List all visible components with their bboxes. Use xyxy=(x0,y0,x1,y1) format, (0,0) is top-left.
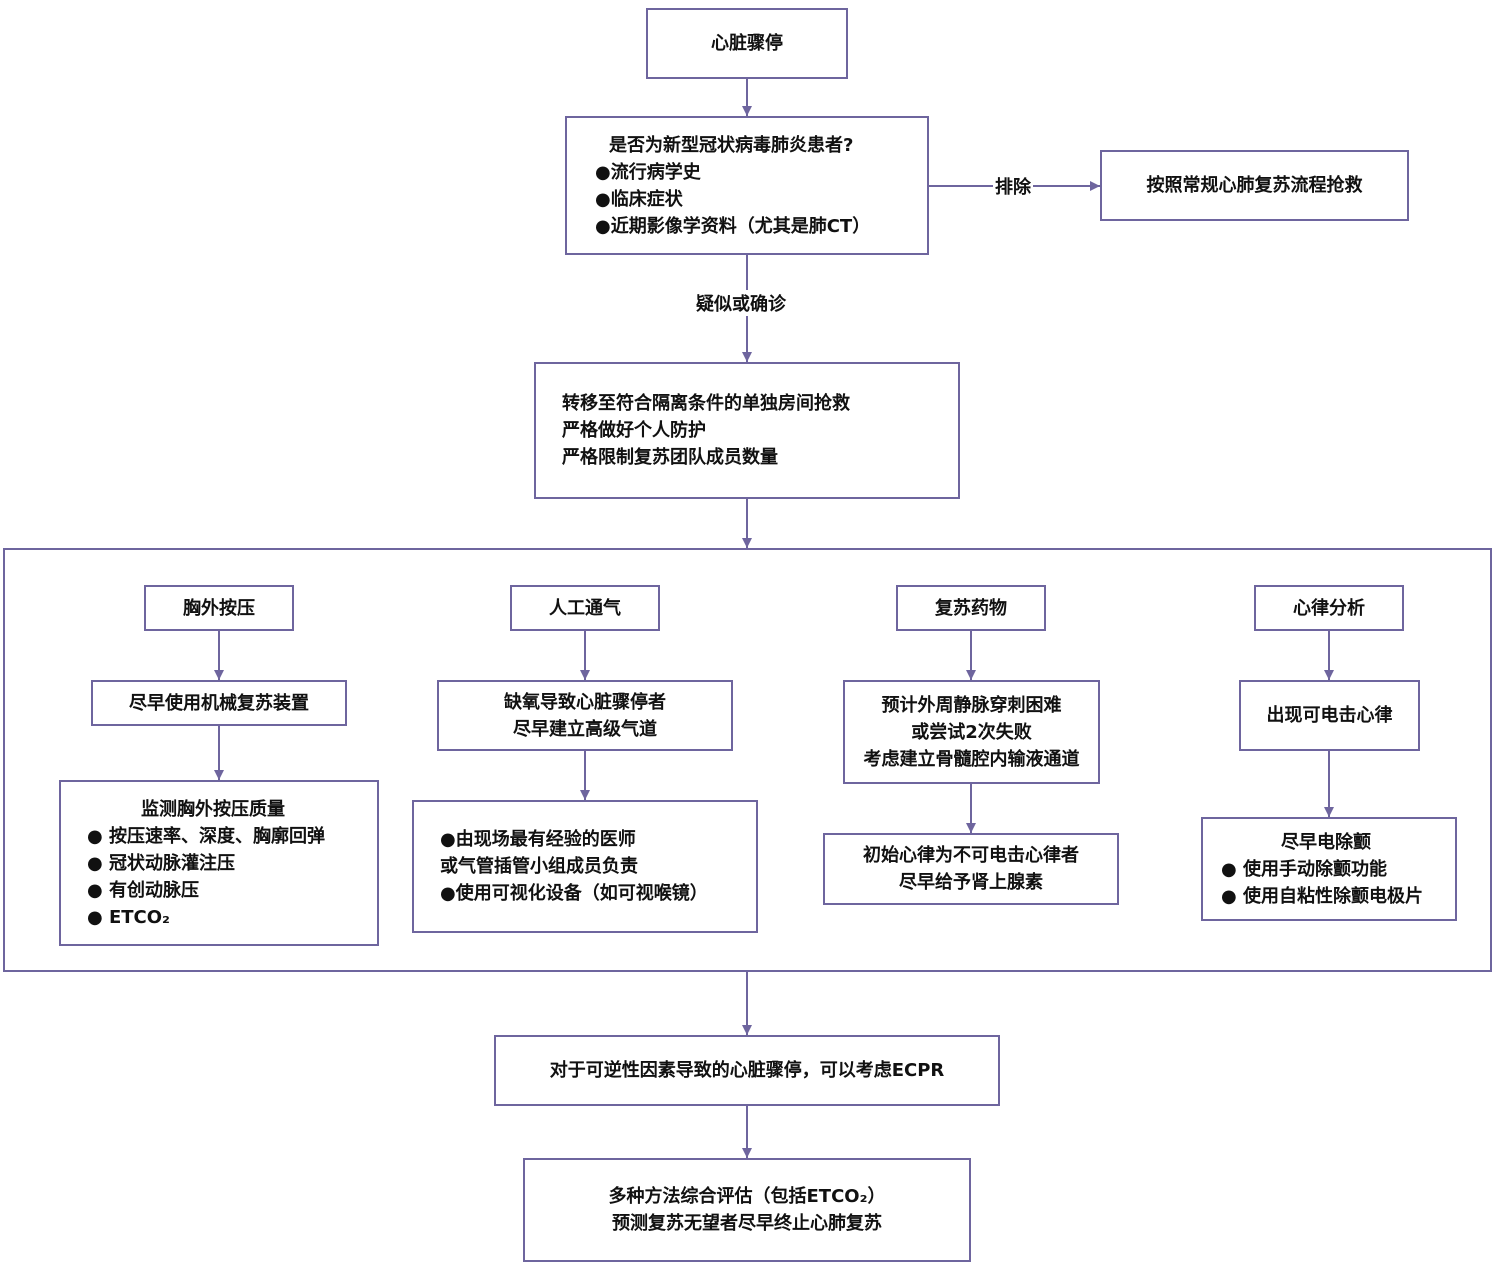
step-text: 或尝试2次失败 xyxy=(911,721,1032,743)
ecpr-text: 对于可逆性因素导致的心脏骤停，可以考虑ECPR xyxy=(549,1060,945,1081)
col3-step2-box: 初始心律为不可电击心律者 尽早给予肾上腺素 xyxy=(823,833,1119,905)
question-box: 是否为新型冠状病毒肺炎患者? ●流行病学史 ●临床症状 ●近期影像学资料（尤其是… xyxy=(565,116,929,255)
col-header-rhythm: 心律分析 xyxy=(1254,585,1404,631)
col3-step1-box: 预计外周静脉穿刺困难 或尝试2次失败 考虑建立骨髓腔内输液通道 xyxy=(843,680,1100,784)
start-text: 心脏骤停 xyxy=(711,33,783,54)
transfer-line: 转移至符合隔离条件的单独房间抢救 xyxy=(562,393,850,414)
col4-step2-box: 尽早电除颤 ● 使用手动除颤功能 ● 使用自粘性除颤电极片 xyxy=(1201,817,1457,921)
step-text: 出现可电击心律 xyxy=(1266,705,1393,726)
step-text: 考虑建立骨髓腔内输液通道 xyxy=(863,748,1080,770)
col-header-ventilation: 人工通气 xyxy=(510,585,660,631)
col-header-drugs: 复苏药物 xyxy=(896,585,1046,631)
question-item: ●近期影像学资料（尤其是肺CT） xyxy=(595,215,871,237)
step-item: ● 冠状动脉灌注压 xyxy=(87,852,235,874)
suspect-label: 疑似或确诊 xyxy=(694,290,788,316)
step-item: ●使用可视化设备（如可视喉镜） xyxy=(440,883,708,904)
step-item: ● 使用手动除颤功能 xyxy=(1221,858,1387,880)
question-title: 是否为新型冠状病毒肺炎患者? xyxy=(609,134,854,156)
final-line: 预测复苏无望者尽早终止心肺复苏 xyxy=(612,1213,882,1234)
step-title: 尽早电除颤 xyxy=(1281,831,1371,853)
col-header-compression: 胸外按压 xyxy=(144,585,294,631)
step-item: ● 使用自粘性除颤电极片 xyxy=(1221,885,1423,907)
col2-step2-box: ●由现场最有经验的医师 或气管插管小组成员负责 ●使用可视化设备（如可视喉镜） xyxy=(412,800,758,933)
question-item: ●流行病学史 xyxy=(595,161,701,183)
routine-text: 按照常规心肺复苏流程抢救 xyxy=(1146,175,1363,196)
step-item: ● ETCO₂ xyxy=(87,906,170,928)
step-text: 尽早建立高级气道 xyxy=(513,718,657,740)
col-header-text: 胸外按压 xyxy=(183,597,255,619)
start-box: 心脏骤停 xyxy=(646,8,848,79)
transfer-line: 严格限制复苏团队成员数量 xyxy=(562,447,778,468)
col-header-text: 复苏药物 xyxy=(935,597,1007,619)
step-text: 尽早给予肾上腺素 xyxy=(899,872,1043,893)
step-item: ● 按压速率、深度、胸廓回弹 xyxy=(87,825,325,847)
col-header-text: 心律分析 xyxy=(1293,597,1365,619)
step-item: ●由现场最有经验的医师 xyxy=(440,829,636,850)
col2-step1-box: 缺氧导致心脏骤停者 尽早建立高级气道 xyxy=(437,680,733,751)
routine-box: 按照常规心肺复苏流程抢救 xyxy=(1100,150,1409,221)
step-title: 监测胸外按压质量 xyxy=(141,798,285,820)
col1-step2-box: 监测胸外按压质量 ● 按压速率、深度、胸廓回弹 ● 冠状动脉灌注压 ● 有创动脉… xyxy=(59,780,379,946)
step-text: 缺氧导致心脏骤停者 xyxy=(504,691,666,713)
step-item: 或气管插管小组成员负责 xyxy=(440,856,638,877)
ecpr-box: 对于可逆性因素导致的心脏骤停，可以考虑ECPR xyxy=(494,1035,1000,1106)
col4-step1-box: 出现可电击心律 xyxy=(1239,680,1420,751)
step-text: 初始心律为不可电击心律者 xyxy=(863,845,1079,866)
col-header-text: 人工通气 xyxy=(549,597,621,619)
question-item: ●临床症状 xyxy=(595,188,683,210)
col1-step1-box: 尽早使用机械复苏装置 xyxy=(91,680,347,726)
final-box: 多种方法综合评估（包括ETCO₂） 预测复苏无望者尽早终止心肺复苏 xyxy=(523,1158,971,1262)
exclude-label: 排除 xyxy=(993,173,1033,199)
transfer-line: 严格做好个人防护 xyxy=(562,420,706,441)
step-text: 尽早使用机械复苏装置 xyxy=(129,692,309,714)
step-text: 预计外周静脉穿刺困难 xyxy=(881,694,1062,716)
step-item: ● 有创动脉压 xyxy=(87,879,199,901)
transfer-box: 转移至符合隔离条件的单独房间抢救 严格做好个人防护 严格限制复苏团队成员数量 xyxy=(534,362,960,499)
final-line: 多种方法综合评估（包括ETCO₂） xyxy=(608,1186,886,1207)
measures-container xyxy=(3,548,1492,972)
